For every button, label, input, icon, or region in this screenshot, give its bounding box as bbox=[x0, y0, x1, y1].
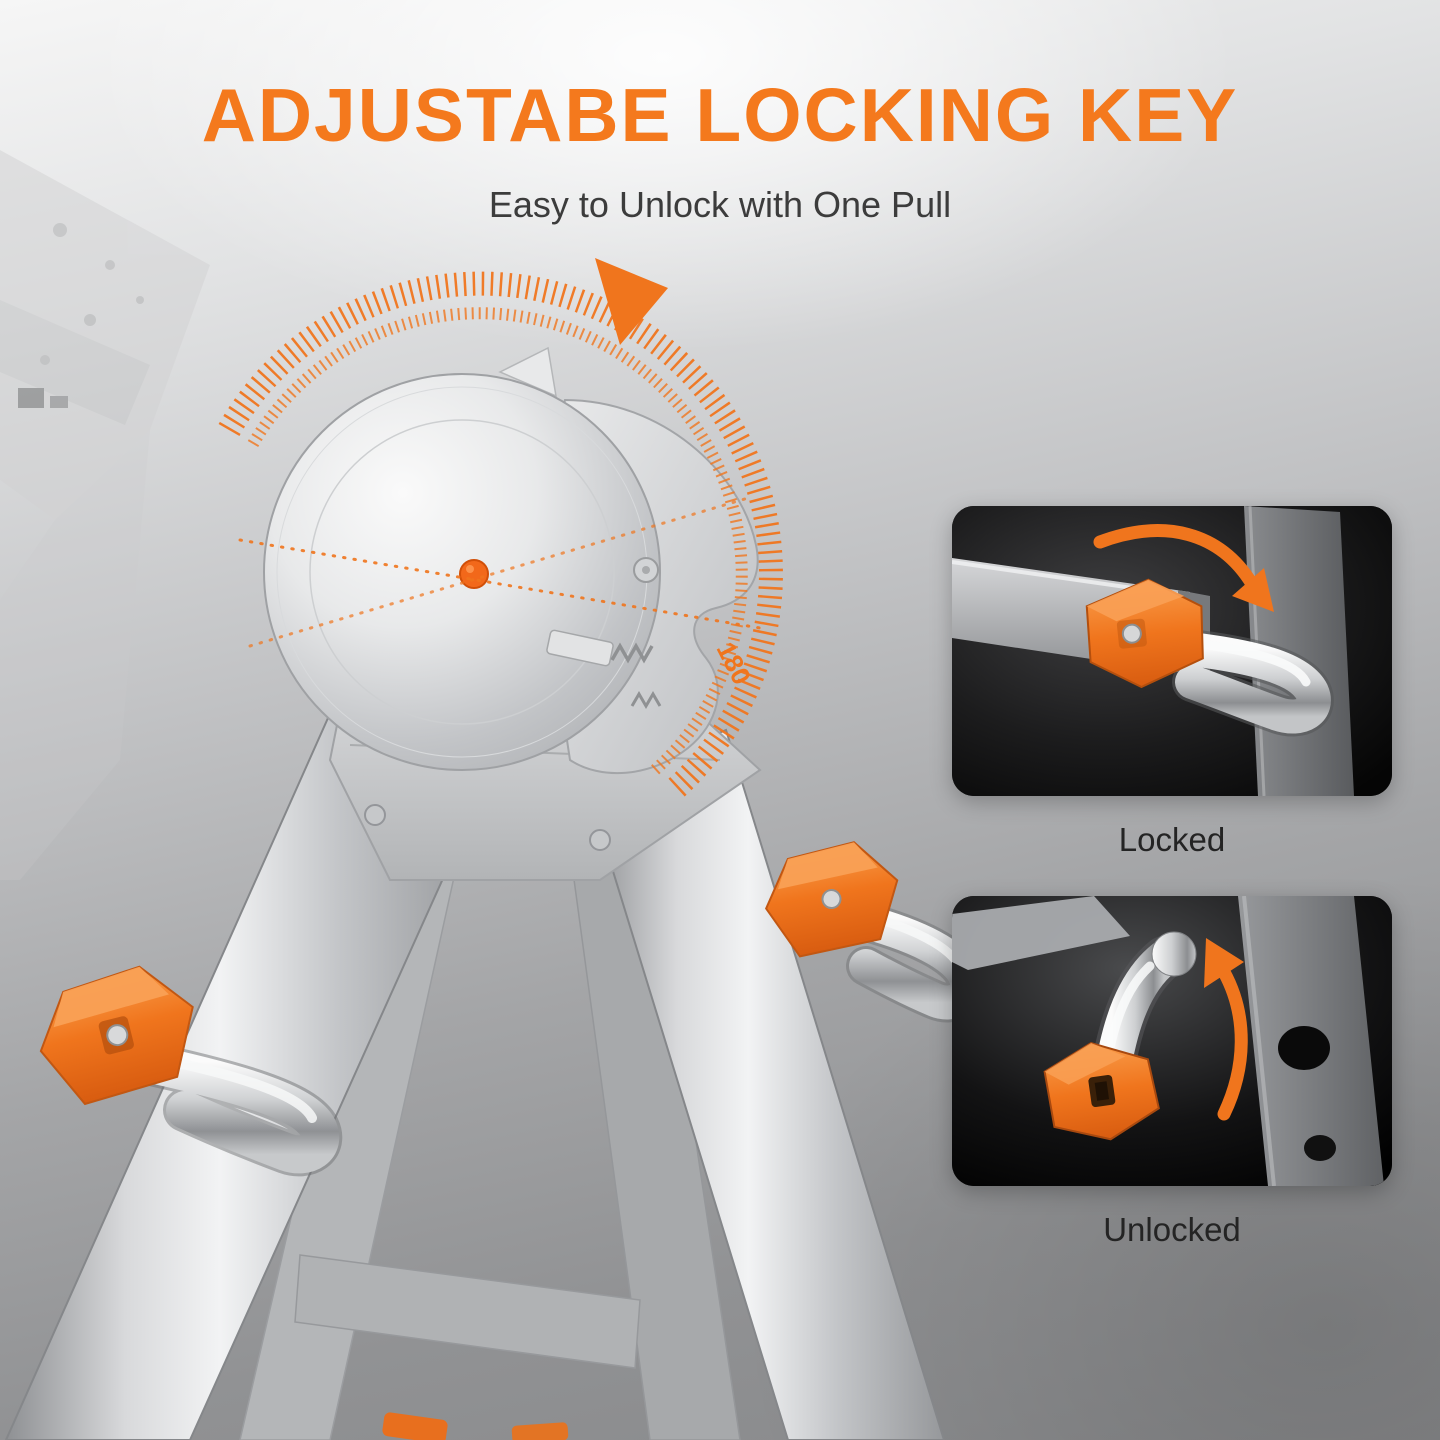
inset-rail-end bbox=[952, 896, 1130, 970]
unlock-direction-arrow-icon bbox=[1217, 965, 1248, 1121]
locked-mechanism-image bbox=[952, 506, 1392, 796]
locked-label: Locked bbox=[1118, 821, 1226, 858]
pivot-point-marker bbox=[459, 559, 489, 589]
angle-scale: 180 bbox=[218, 258, 783, 799]
page-subtitle: Easy to Unlock with One Pull bbox=[488, 184, 952, 225]
locking-key-left bbox=[39, 965, 343, 1177]
rotation-arrow-icon bbox=[595, 258, 668, 345]
angle-reference-line-2 bbox=[248, 496, 750, 648]
locking-knob-right bbox=[764, 841, 899, 958]
locked-handle bbox=[1165, 631, 1331, 734]
inset-locked bbox=[952, 506, 1392, 796]
unlocked-knob bbox=[1043, 1041, 1160, 1141]
ladder-rung bbox=[294, 1254, 641, 1369]
unlocked-label: Unlocked bbox=[1103, 1211, 1241, 1248]
rail-lock-hole bbox=[1278, 1026, 1330, 1070]
angle-reference-line-1 bbox=[238, 538, 762, 630]
lower-section-knobs bbox=[382, 1412, 569, 1440]
pull-handle-left bbox=[123, 1043, 340, 1174]
lock-spring-mechanism bbox=[546, 629, 662, 709]
page-title: ADJUSTABE LOCKING KEY bbox=[201, 73, 1239, 157]
inset-unlocked bbox=[952, 896, 1392, 1186]
locking-knob-left bbox=[39, 965, 194, 1106]
angle-scale-outer-ticks bbox=[218, 271, 783, 799]
angle-scale-inner-ticks bbox=[247, 307, 748, 775]
state-insets-column: Locked bbox=[952, 506, 1392, 1250]
lock-direction-arrow-icon bbox=[1093, 524, 1259, 591]
hinge-plate bbox=[263, 346, 662, 771]
locked-knob bbox=[1085, 578, 1204, 689]
background-folded-ladder bbox=[0, 150, 210, 880]
unlocked-mechanism-image bbox=[952, 896, 1392, 1186]
